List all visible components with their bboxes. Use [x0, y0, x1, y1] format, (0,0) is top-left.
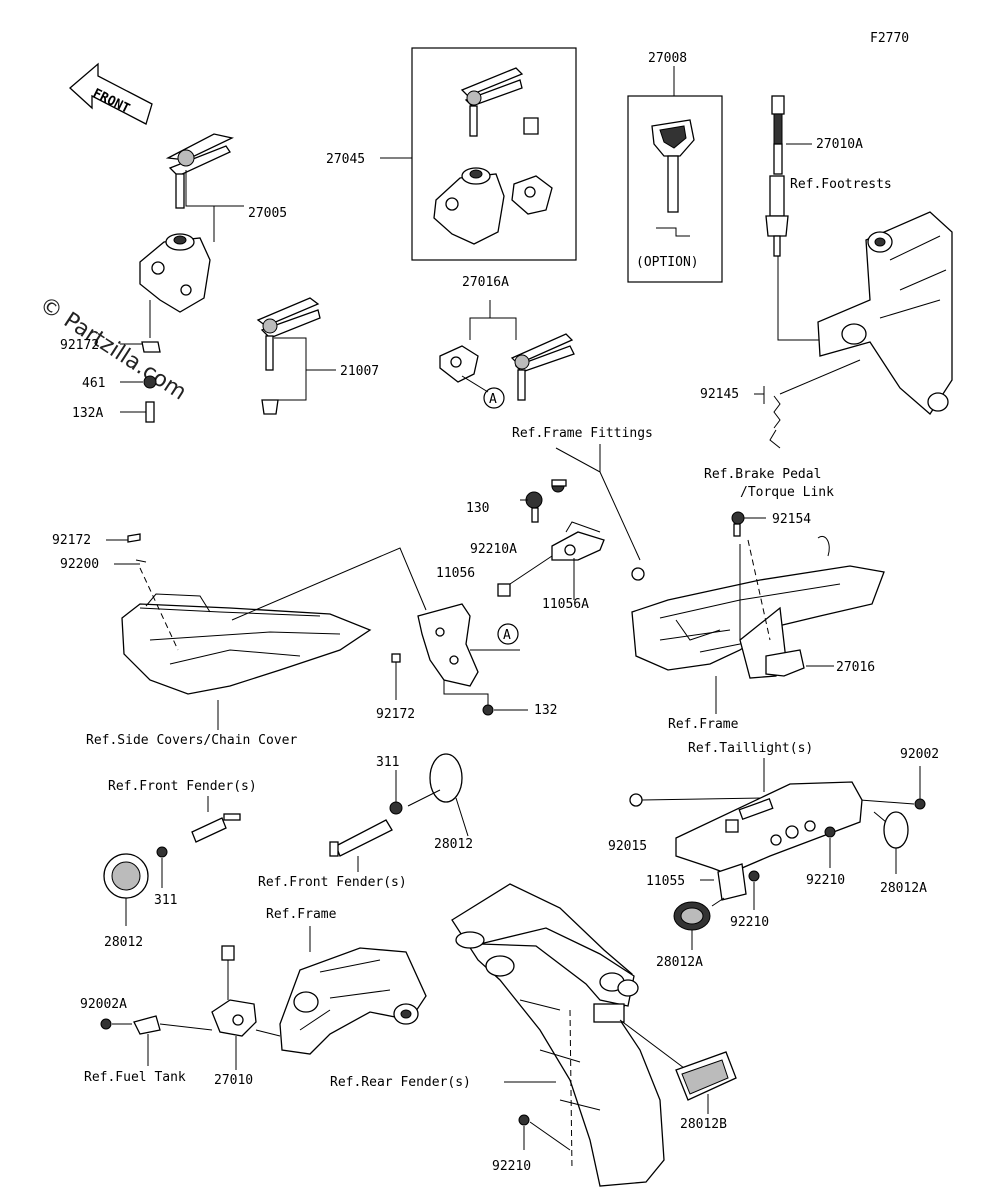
part-label-27016A: 27016A	[462, 275, 509, 290]
part-label-28012-left: 28012	[104, 935, 143, 950]
ref-front-fender-left: Ref.Front Fender(s)	[108, 779, 257, 794]
front-arrow: FRONT	[69, 62, 153, 125]
ref-frame-upper: Ref.Frame	[668, 717, 739, 732]
part-label-92145: 92145	[700, 387, 739, 402]
part-label-28012B: 28012B	[680, 1117, 727, 1132]
part-label-27010A: 27010A	[816, 137, 863, 152]
ref-brake-pedal-line1: Ref.Brake Pedal	[704, 467, 821, 482]
part-label-27005: 27005	[248, 206, 287, 221]
part-label-11055: 11055	[646, 874, 685, 889]
part-label-92015: 92015	[608, 839, 647, 854]
part-label-92002: 92002	[900, 747, 939, 762]
watermark: © Partzilla.com	[35, 292, 191, 405]
part-label-92210-middle: 92210	[730, 915, 769, 930]
spring-92145-drawing	[754, 359, 861, 449]
part-label-11056A: 11056A	[542, 597, 589, 612]
reflector-28012-left-drawing	[103, 813, 241, 926]
part-label-27008: 27008	[648, 51, 687, 66]
part-label-28012A-bottom: 28012A	[656, 955, 703, 970]
sensor-27010-drawing	[100, 945, 281, 1070]
part-label-27016: 27016	[836, 660, 875, 675]
sensor-27010A-drawing	[765, 95, 826, 341]
ref-frame-fittings: Ref.Frame Fittings	[512, 426, 653, 441]
bracket-11056A-drawing	[503, 479, 645, 600]
ref-footrests: Ref.Footrests	[790, 177, 892, 192]
part-label-130: 130	[466, 501, 489, 516]
callout-circle-bottom	[497, 623, 519, 645]
ref-side-covers: Ref.Side Covers/Chain Cover	[86, 733, 297, 748]
part-label-21007: 21007	[340, 364, 379, 379]
option-label: (OPTION)	[636, 255, 699, 270]
part-label-461: 461	[82, 376, 105, 391]
ref-frame-lower: Ref.Frame	[266, 907, 337, 922]
part-label-27010: 27010	[214, 1073, 253, 1088]
part-label-28012-center: 28012	[434, 837, 473, 852]
bracket-11056-drawing	[417, 603, 528, 716]
callout-letter-top: A	[489, 392, 497, 407]
part-label-132: 132	[534, 703, 557, 718]
footrest-bracket-drawing	[817, 211, 953, 415]
part-label-92200: 92200	[60, 557, 99, 572]
frame-rear-drawing	[631, 511, 885, 679]
kit-27045-contents	[433, 67, 553, 245]
callout-circle-top	[483, 387, 505, 409]
part-label-311-center: 311	[376, 755, 399, 770]
reflector-28012B-drawing	[675, 1051, 737, 1114]
ignition-switch-27005-drawing	[120, 133, 244, 423]
part-label-92210-right: 92210	[806, 873, 845, 888]
part-label-92172-left: 92172	[60, 338, 99, 353]
part-label-27045: 27045	[326, 152, 365, 167]
bolt-92210-bottom	[518, 1114, 530, 1126]
taillight-bracket-drawing	[629, 781, 915, 950]
part-label-92154: 92154	[772, 512, 811, 527]
callout-letter-bottom: A	[503, 628, 511, 643]
key-27008-drawing	[651, 119, 695, 237]
part-label-92210-bottom: 92210	[492, 1159, 531, 1174]
frame-lower-drawing	[279, 947, 427, 1055]
part-label-92172-side: 92172	[52, 533, 91, 548]
ref-front-fender-center: Ref.Front Fender(s)	[258, 875, 407, 890]
ref-brake-pedal-line2: /Torque Link	[740, 485, 834, 500]
keyset-27016A-drawing	[439, 333, 575, 401]
spacer-92210A	[497, 583, 511, 597]
part-label-132A: 132A	[72, 406, 103, 421]
kit-box-27045	[411, 47, 577, 261]
part-label-92002A: 92002A	[80, 997, 127, 1012]
part-label-92172-bracket: 92172	[376, 707, 415, 722]
part-label-311-left: 311	[154, 893, 177, 908]
part-label-11056: 11056	[436, 566, 475, 581]
key-option-box-27008	[627, 95, 723, 283]
side-cover-drawing	[121, 547, 427, 695]
reflector-28012-center-drawing	[329, 753, 469, 857]
bolt-92002	[914, 798, 926, 810]
part-label-28012A-right: 28012A	[880, 881, 927, 896]
ref-taillights: Ref.Taillight(s)	[688, 741, 813, 756]
part-label-92210A: 92210A	[470, 542, 517, 557]
ref-rear-fender: Ref.Rear Fender(s)	[330, 1075, 471, 1090]
ref-fuel-tank: Ref.Fuel Tank	[84, 1070, 186, 1085]
rear-fender-drawing	[451, 883, 701, 1187]
figure-code: F2770	[870, 31, 909, 46]
keys-21007-drawing	[256, 297, 336, 415]
